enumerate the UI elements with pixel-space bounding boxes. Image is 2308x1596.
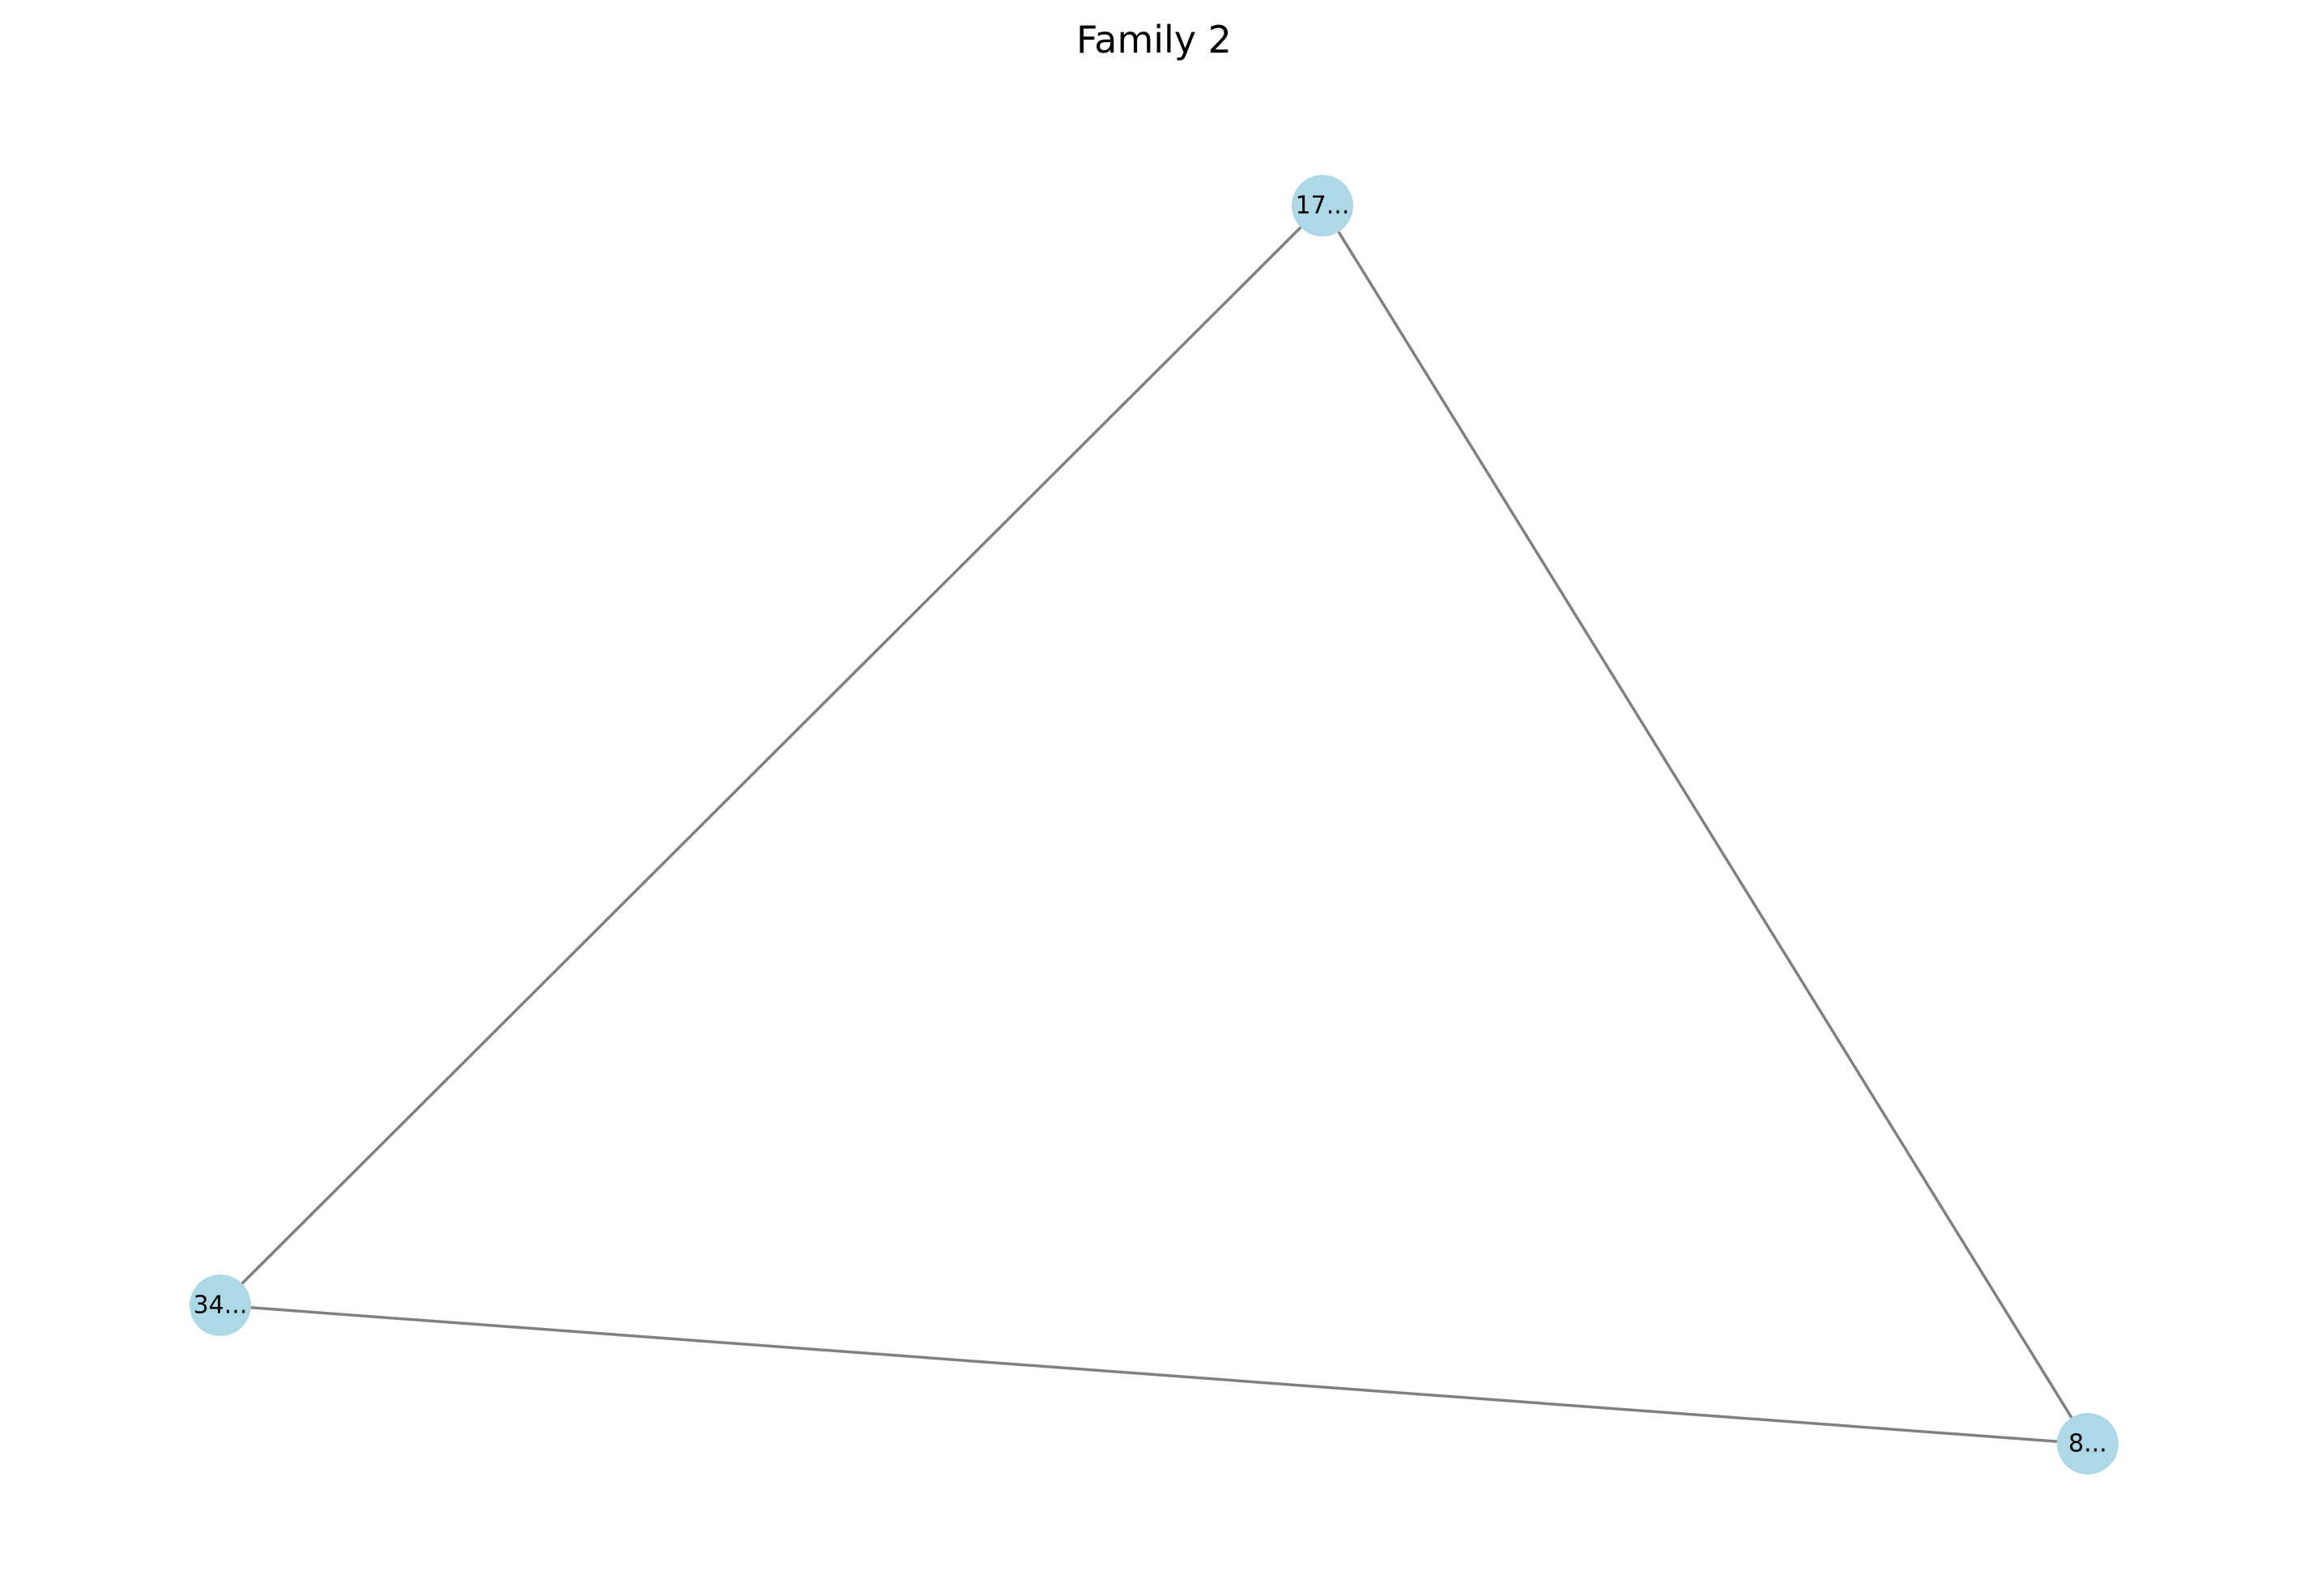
node-circle (189, 1275, 251, 1336)
node-circle (1292, 175, 1353, 236)
edge-n34-n8 (219, 1304, 2089, 1445)
edge-n17-n34 (219, 204, 1324, 1307)
edge-layer (219, 204, 2089, 1445)
node-label: 8... (2068, 1430, 2107, 1458)
node-n34: 34... (189, 1275, 251, 1336)
node-label: 17... (1296, 192, 1350, 220)
node-n17: 17... (1292, 175, 1353, 236)
node-circle (2057, 1413, 2119, 1475)
node-layer: 17... 34... 8... (189, 175, 2119, 1475)
node-n8: 8... (2057, 1413, 2119, 1475)
node-label: 34... (194, 1292, 248, 1320)
diagram-title: Family 2 (1076, 18, 1232, 62)
edge-n17-n8 (1321, 205, 2089, 1445)
